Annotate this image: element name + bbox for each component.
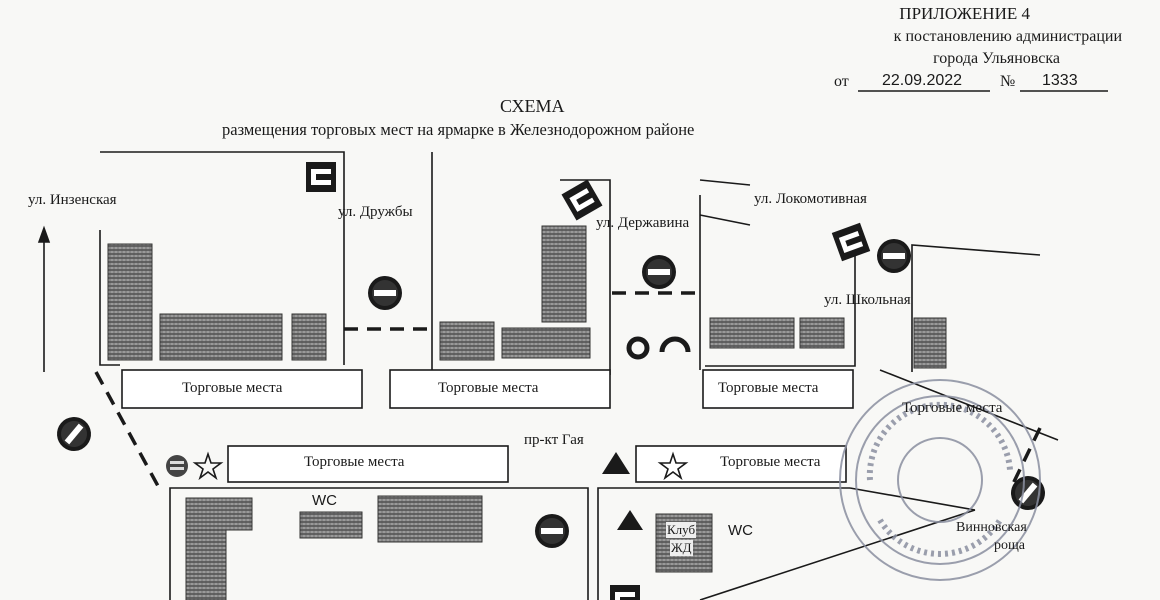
- food-icon: [166, 455, 188, 477]
- road-right-diagonal: [879, 369, 1059, 441]
- block1-top-right-border: [100, 151, 345, 365]
- block2-right-border: [560, 179, 611, 375]
- direction-arrow-head: [37, 225, 51, 243]
- decree-line: к постановлению администрации: [893, 28, 1122, 45]
- triangle-icon: [602, 452, 630, 474]
- street-druzhby: ул. Дружбы: [338, 204, 413, 220]
- block3-bottom: [705, 240, 856, 367]
- trade-places-label-3: Торговые места: [718, 380, 819, 396]
- no-entry-sign-icon: [57, 417, 91, 451]
- trade-places-label-1: Торговые места: [182, 380, 283, 396]
- city-line: города Ульяновска: [933, 50, 1060, 67]
- block1-left-border: [99, 230, 120, 366]
- decree-number: 1333: [1042, 72, 1078, 89]
- star-icon: [657, 451, 689, 481]
- wc-label-left: WC: [312, 492, 337, 509]
- maze-symbol-icon: [831, 222, 871, 262]
- building: [107, 243, 153, 361]
- triangle-icon: [617, 510, 643, 530]
- appendix-label: ПРИЛОЖЕНИЕ 4: [899, 4, 1030, 23]
- maze-symbol-icon: [610, 585, 640, 600]
- lower-right-block-border: [597, 487, 850, 600]
- no-entry-sign-icon: [1011, 476, 1045, 510]
- block4-top-edge: [911, 244, 1041, 268]
- building: [799, 317, 845, 349]
- building: [185, 529, 227, 600]
- official-stamp: [839, 379, 1041, 581]
- building: [299, 511, 363, 539]
- building: [501, 327, 591, 359]
- trade-places-area-5: [635, 445, 847, 483]
- building: [291, 313, 327, 361]
- road-to-grove: [699, 509, 976, 600]
- scheme-subtitle: размещения торговых мест на ярмарке в Же…: [222, 120, 695, 139]
- maze-symbols: [306, 162, 871, 600]
- trade-places-area-4: [227, 445, 509, 483]
- wc-label-right: WC: [728, 522, 753, 539]
- street-lokomotivnaya: ул. Локомотивная: [754, 191, 867, 207]
- number-prefix: №: [1000, 73, 1016, 90]
- building: [377, 495, 483, 543]
- dashed-barrier-right: [1008, 427, 1042, 491]
- ring-symbol-icon: [626, 336, 650, 360]
- no-entry-sign-icon: [642, 255, 676, 289]
- street-shkolnaya: ул. Школьная: [824, 292, 911, 308]
- maze-symbol-icon: [561, 179, 603, 221]
- building: [185, 497, 253, 531]
- building: [709, 317, 795, 349]
- block3-top-edge: [699, 179, 751, 186]
- trade-places-area-2: [389, 369, 611, 409]
- star-icon: [192, 451, 224, 481]
- building: [913, 317, 947, 369]
- maze-symbol-icon: [306, 162, 336, 192]
- no-entry-sign-icon: [877, 239, 911, 273]
- arch-symbol-icon: [659, 336, 691, 353]
- no-entry-sign-icon: [535, 514, 569, 548]
- trade-places-label-5: Торговые места: [720, 454, 821, 470]
- no-entry-sign-icon: [368, 276, 402, 310]
- date-prefix: от: [834, 73, 849, 90]
- no-entry-signs: [57, 239, 1045, 548]
- building: [159, 313, 283, 361]
- grove-label-line2: роща: [994, 538, 1025, 553]
- trade-places-label-6: Торговые места: [902, 400, 1003, 416]
- street-inzenskaya: ул. Инзенская: [28, 192, 117, 208]
- decree-date: 22.09.2022: [882, 72, 963, 89]
- lower-left-block-border: [169, 487, 589, 600]
- club-label-line1: Клуб: [666, 522, 697, 538]
- building: [439, 321, 495, 361]
- street-derzhavina: ул. Державина: [596, 215, 690, 231]
- building: [541, 225, 587, 323]
- trade-places-area-1: [121, 369, 363, 409]
- avenue-gaya: пр-кт Гая: [524, 432, 584, 448]
- trade-places-label-4: Торговые места: [304, 454, 405, 470]
- trade-places-label-2: Торговые места: [438, 380, 539, 396]
- club-label-line2: ЖД: [670, 540, 693, 556]
- trade-places-area-3: [702, 369, 854, 409]
- grove-label-line1: Винновская: [956, 520, 1027, 535]
- scheme-title: СХЕМА: [500, 96, 565, 116]
